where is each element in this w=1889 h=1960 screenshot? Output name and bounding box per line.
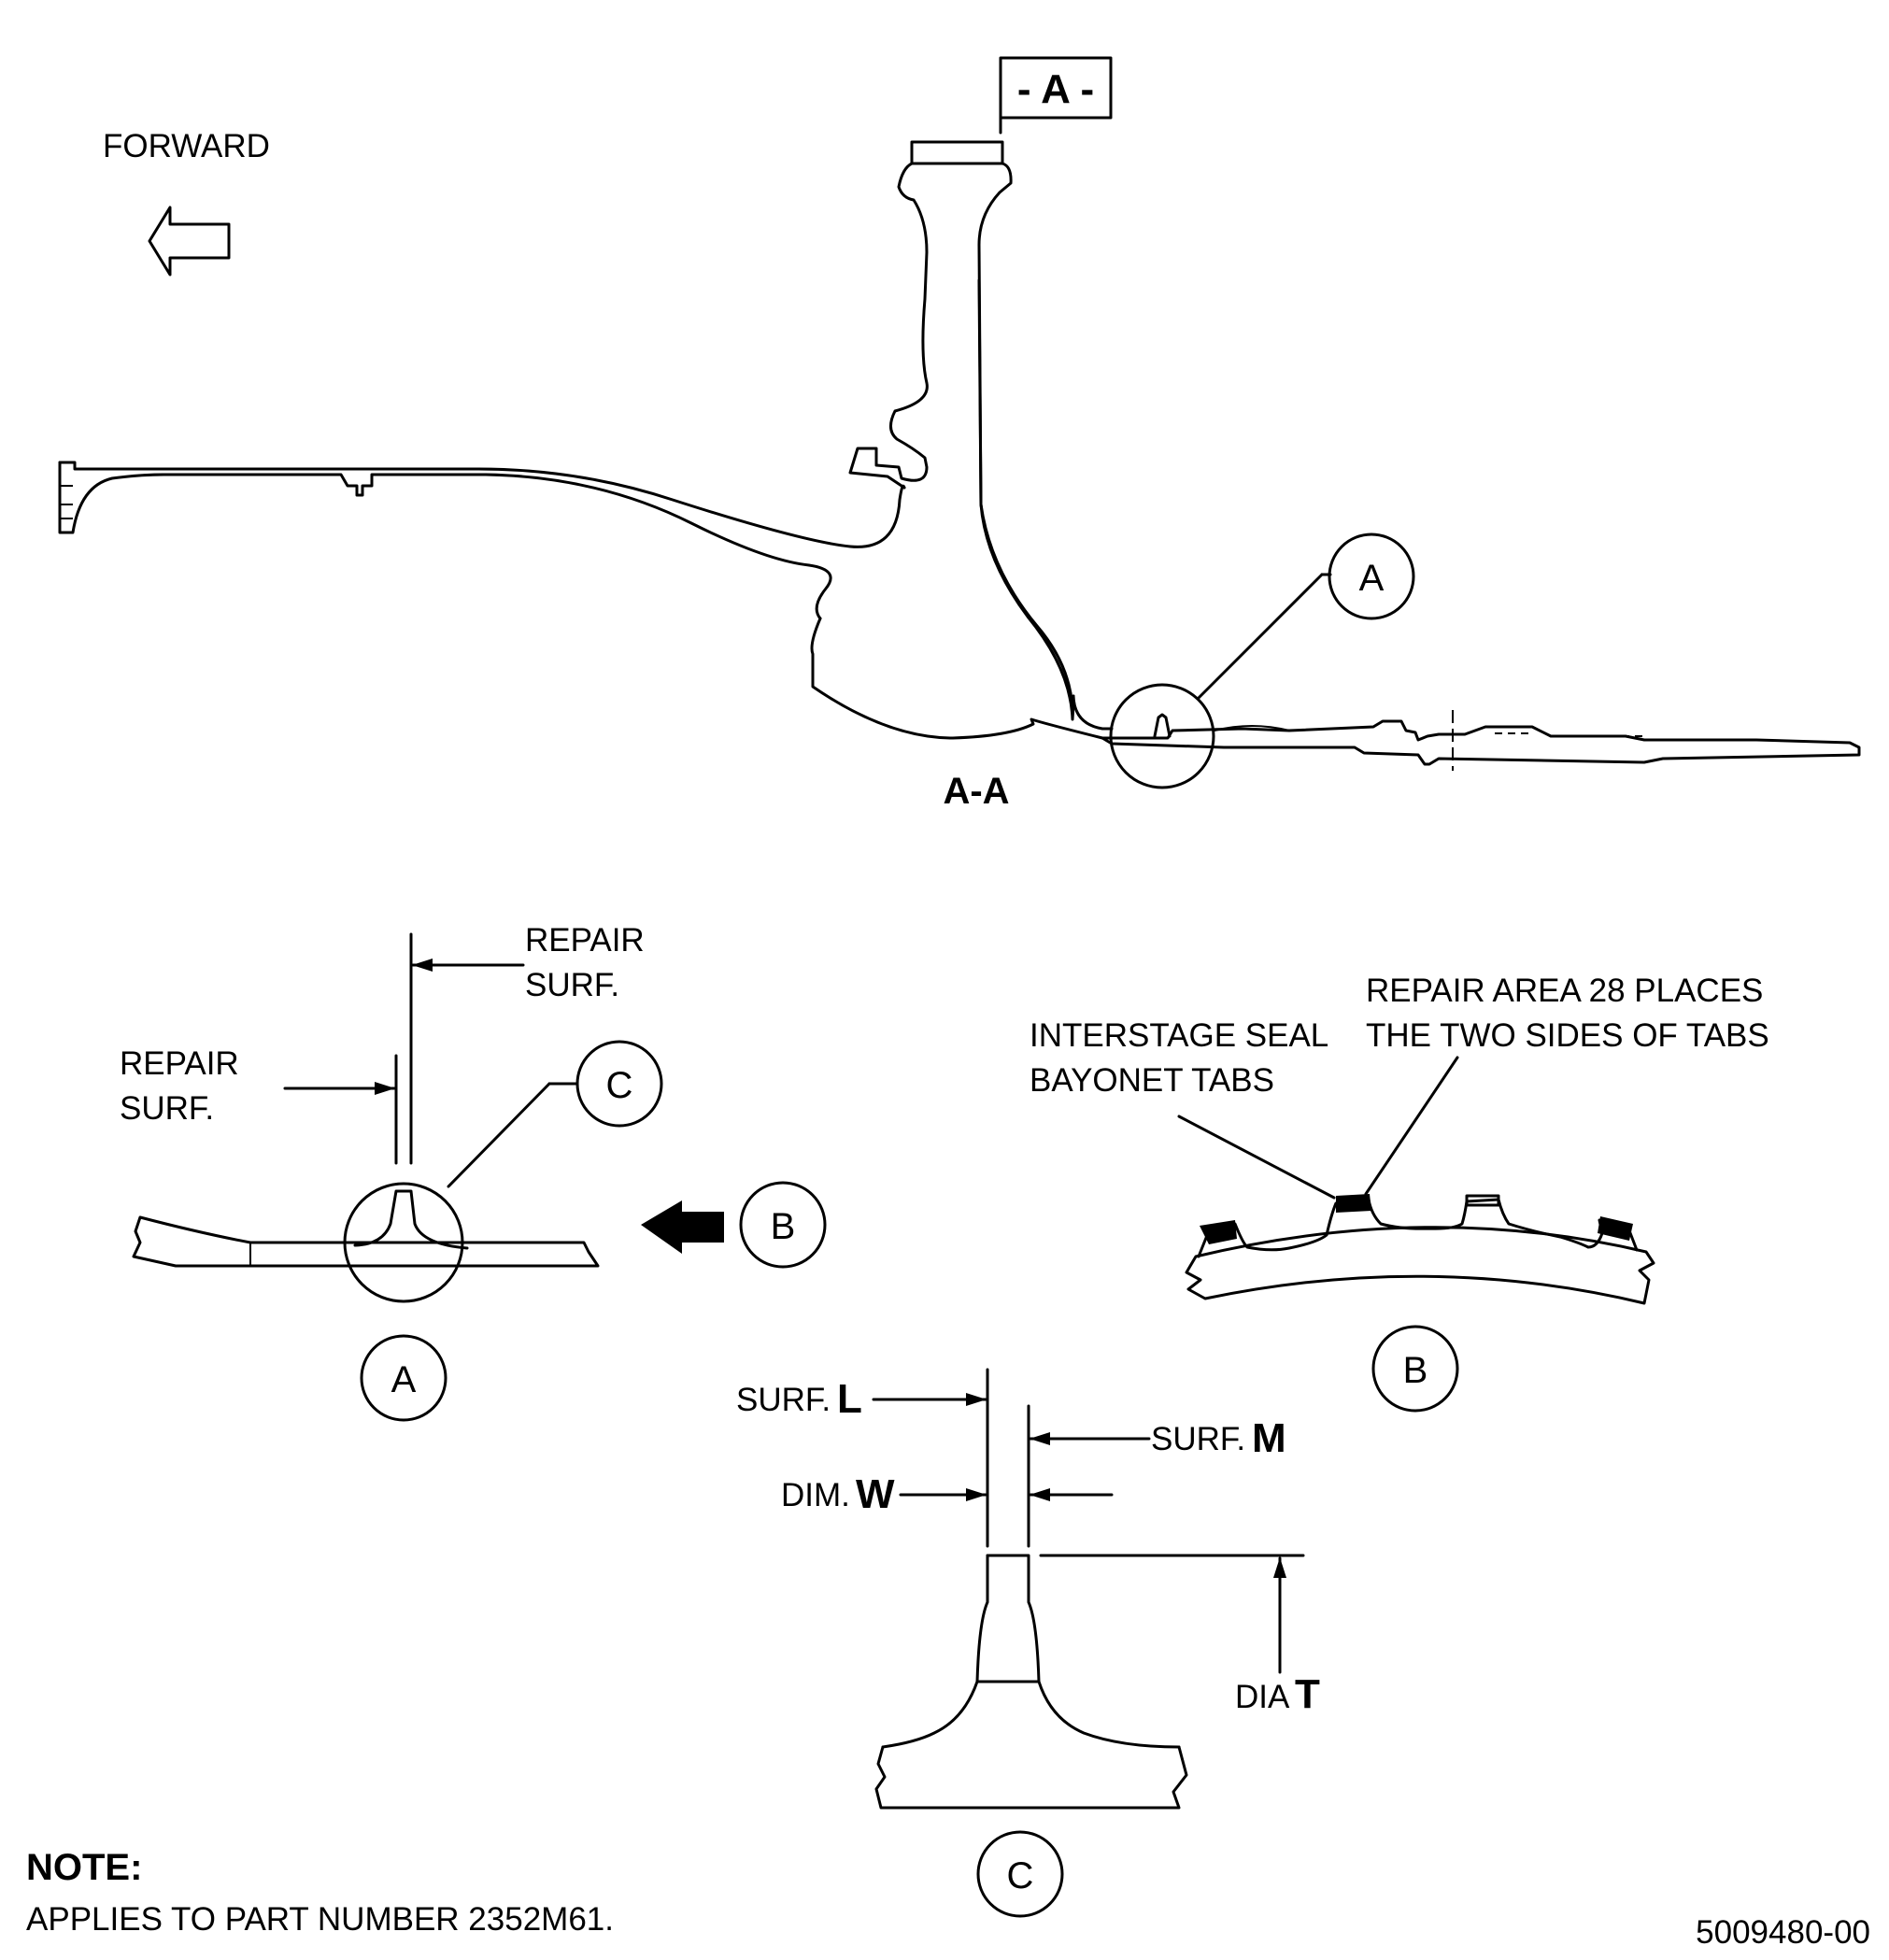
detail-a-shaft <box>132 1215 600 1268</box>
repair-surf-left-line2: SURF. <box>120 1090 214 1127</box>
repair-surf-top-line2: SURF. <box>525 967 619 1003</box>
callout-b-label: B <box>771 1206 796 1247</box>
section-label: A-A <box>943 771 1009 812</box>
repair-area-line1: REPAIR AREA 28 PLACES <box>1366 973 1763 1009</box>
callout-a-circle <box>1328 533 1415 620</box>
surf-l-prefix: SURF. <box>736 1382 831 1418</box>
detail-b-title: B <box>1403 1350 1428 1391</box>
dia-t-letter: T <box>1295 1671 1320 1717</box>
detail-a-title-circle <box>360 1334 447 1422</box>
detail-c-title-circle <box>976 1830 1064 1918</box>
surf-m-letter: M <box>1252 1415 1286 1461</box>
tab-repair-area-3 <box>1598 1216 1633 1241</box>
detail-a-circle-c <box>343 1182 464 1303</box>
view-b-arrow-icon <box>641 1200 724 1254</box>
detail-b-ring <box>1185 1226 1655 1305</box>
rotor-disk-outline <box>848 140 1075 721</box>
detail-c: SURF. L SURF. M DIM. W DIA T C <box>736 1368 1320 1918</box>
detail-a: REPAIR SURF. REPAIR SURF. C B A <box>120 922 827 1422</box>
forward-arrow-icon <box>148 206 231 277</box>
callout-a-label: A <box>1359 558 1385 599</box>
section-view-a-a: - A - FORWARD A <box>58 56 1861 812</box>
note-heading: NOTE: <box>26 1847 142 1888</box>
section-marker: - A - <box>999 56 1113 135</box>
detail-c-tooth <box>986 1554 1181 1749</box>
detail-a-circle <box>1109 683 1215 789</box>
dia-t-prefix: DIA <box>1235 1679 1290 1715</box>
surf-l-letter: L <box>837 1376 862 1422</box>
forward-label: FORWARD <box>103 128 270 164</box>
callout-c-label: C <box>606 1065 633 1106</box>
tab-unrepaired <box>1465 1194 1500 1207</box>
section-marker-label: - A - <box>1017 66 1094 112</box>
surf-m-prefix: SURF. <box>1151 1421 1245 1457</box>
tab-repair-area-2 <box>1336 1194 1371 1213</box>
detail-b-title-circle <box>1371 1325 1459 1413</box>
callout-b-circle <box>739 1181 827 1269</box>
detail-c-title: C <box>1007 1855 1034 1896</box>
figure-number: 5009480-00 <box>1696 1914 1870 1951</box>
forward-shaft-outline <box>58 461 906 548</box>
callout-c-circle <box>575 1040 663 1128</box>
detail-b: INTERSTAGE SEAL BAYONET TABS REPAIR AREA… <box>1030 973 1769 1413</box>
dim-w-letter: W <box>856 1471 895 1517</box>
detail-a-title: A <box>391 1359 417 1400</box>
seal-tabs-line1: INTERSTAGE SEAL <box>1030 1017 1328 1054</box>
dim-w-prefix: DIM. <box>781 1477 850 1513</box>
seal-tabs-line2: BAYONET TABS <box>1030 1062 1274 1099</box>
note-text: APPLIES TO PART NUMBER 2352M61. <box>26 1901 614 1938</box>
repair-surf-left-line1: REPAIR <box>120 1045 239 1082</box>
repair-area-line2: THE TWO SIDES OF TABS <box>1366 1017 1769 1054</box>
repair-surf-top-line1: REPAIR <box>525 922 645 959</box>
aft-shaft-outline <box>1101 719 1861 766</box>
hub-outline <box>810 617 1104 740</box>
tab-repair-area-1 <box>1200 1220 1237 1244</box>
